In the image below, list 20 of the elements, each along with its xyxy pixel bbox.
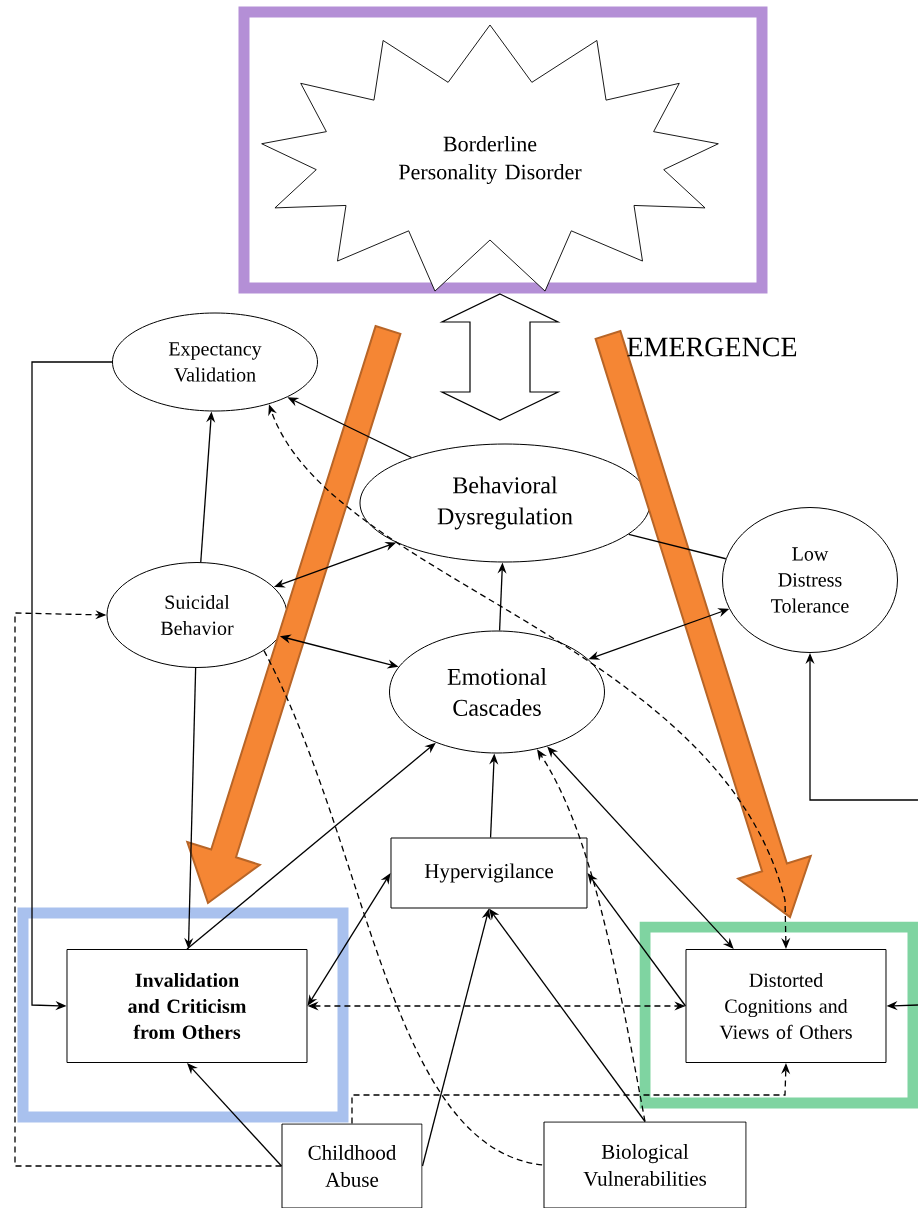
- ellipse-node: Expectancy Validation: [112, 312, 318, 412]
- arrow: [587, 873, 687, 1007]
- ellipse-node: Low Distress Tolerance: [722, 507, 898, 653]
- process-box: Invalidation and Criticism from Others: [66, 949, 308, 1063]
- ellipse-node: Behavioral Dysregulation: [359, 443, 651, 563]
- double-arrow: [439, 293, 561, 421]
- process-box: Distorted Cognitions and Views of Others: [685, 949, 887, 1063]
- starburst: Borderline Personality Disorder: [261, 24, 719, 292]
- connector-line: [263, 650, 545, 1166]
- arrow: [14, 610, 283, 1167]
- ellipse-node: Suicidal Behavior: [106, 562, 288, 668]
- process-box: Biological Vulnerabilities: [543, 1121, 747, 1208]
- arrow: [187, 1063, 283, 1167]
- ellipse-node: Emotional Cascades: [389, 630, 605, 754]
- arrow: [537, 749, 646, 1123]
- arrow: [307, 873, 391, 1006]
- process-box: Childhood Abuse: [281, 1123, 423, 1208]
- connector-line: [628, 533, 727, 560]
- process-box: Hypervigilance: [390, 837, 588, 909]
- side-label: EMERGENCE: [627, 337, 797, 357]
